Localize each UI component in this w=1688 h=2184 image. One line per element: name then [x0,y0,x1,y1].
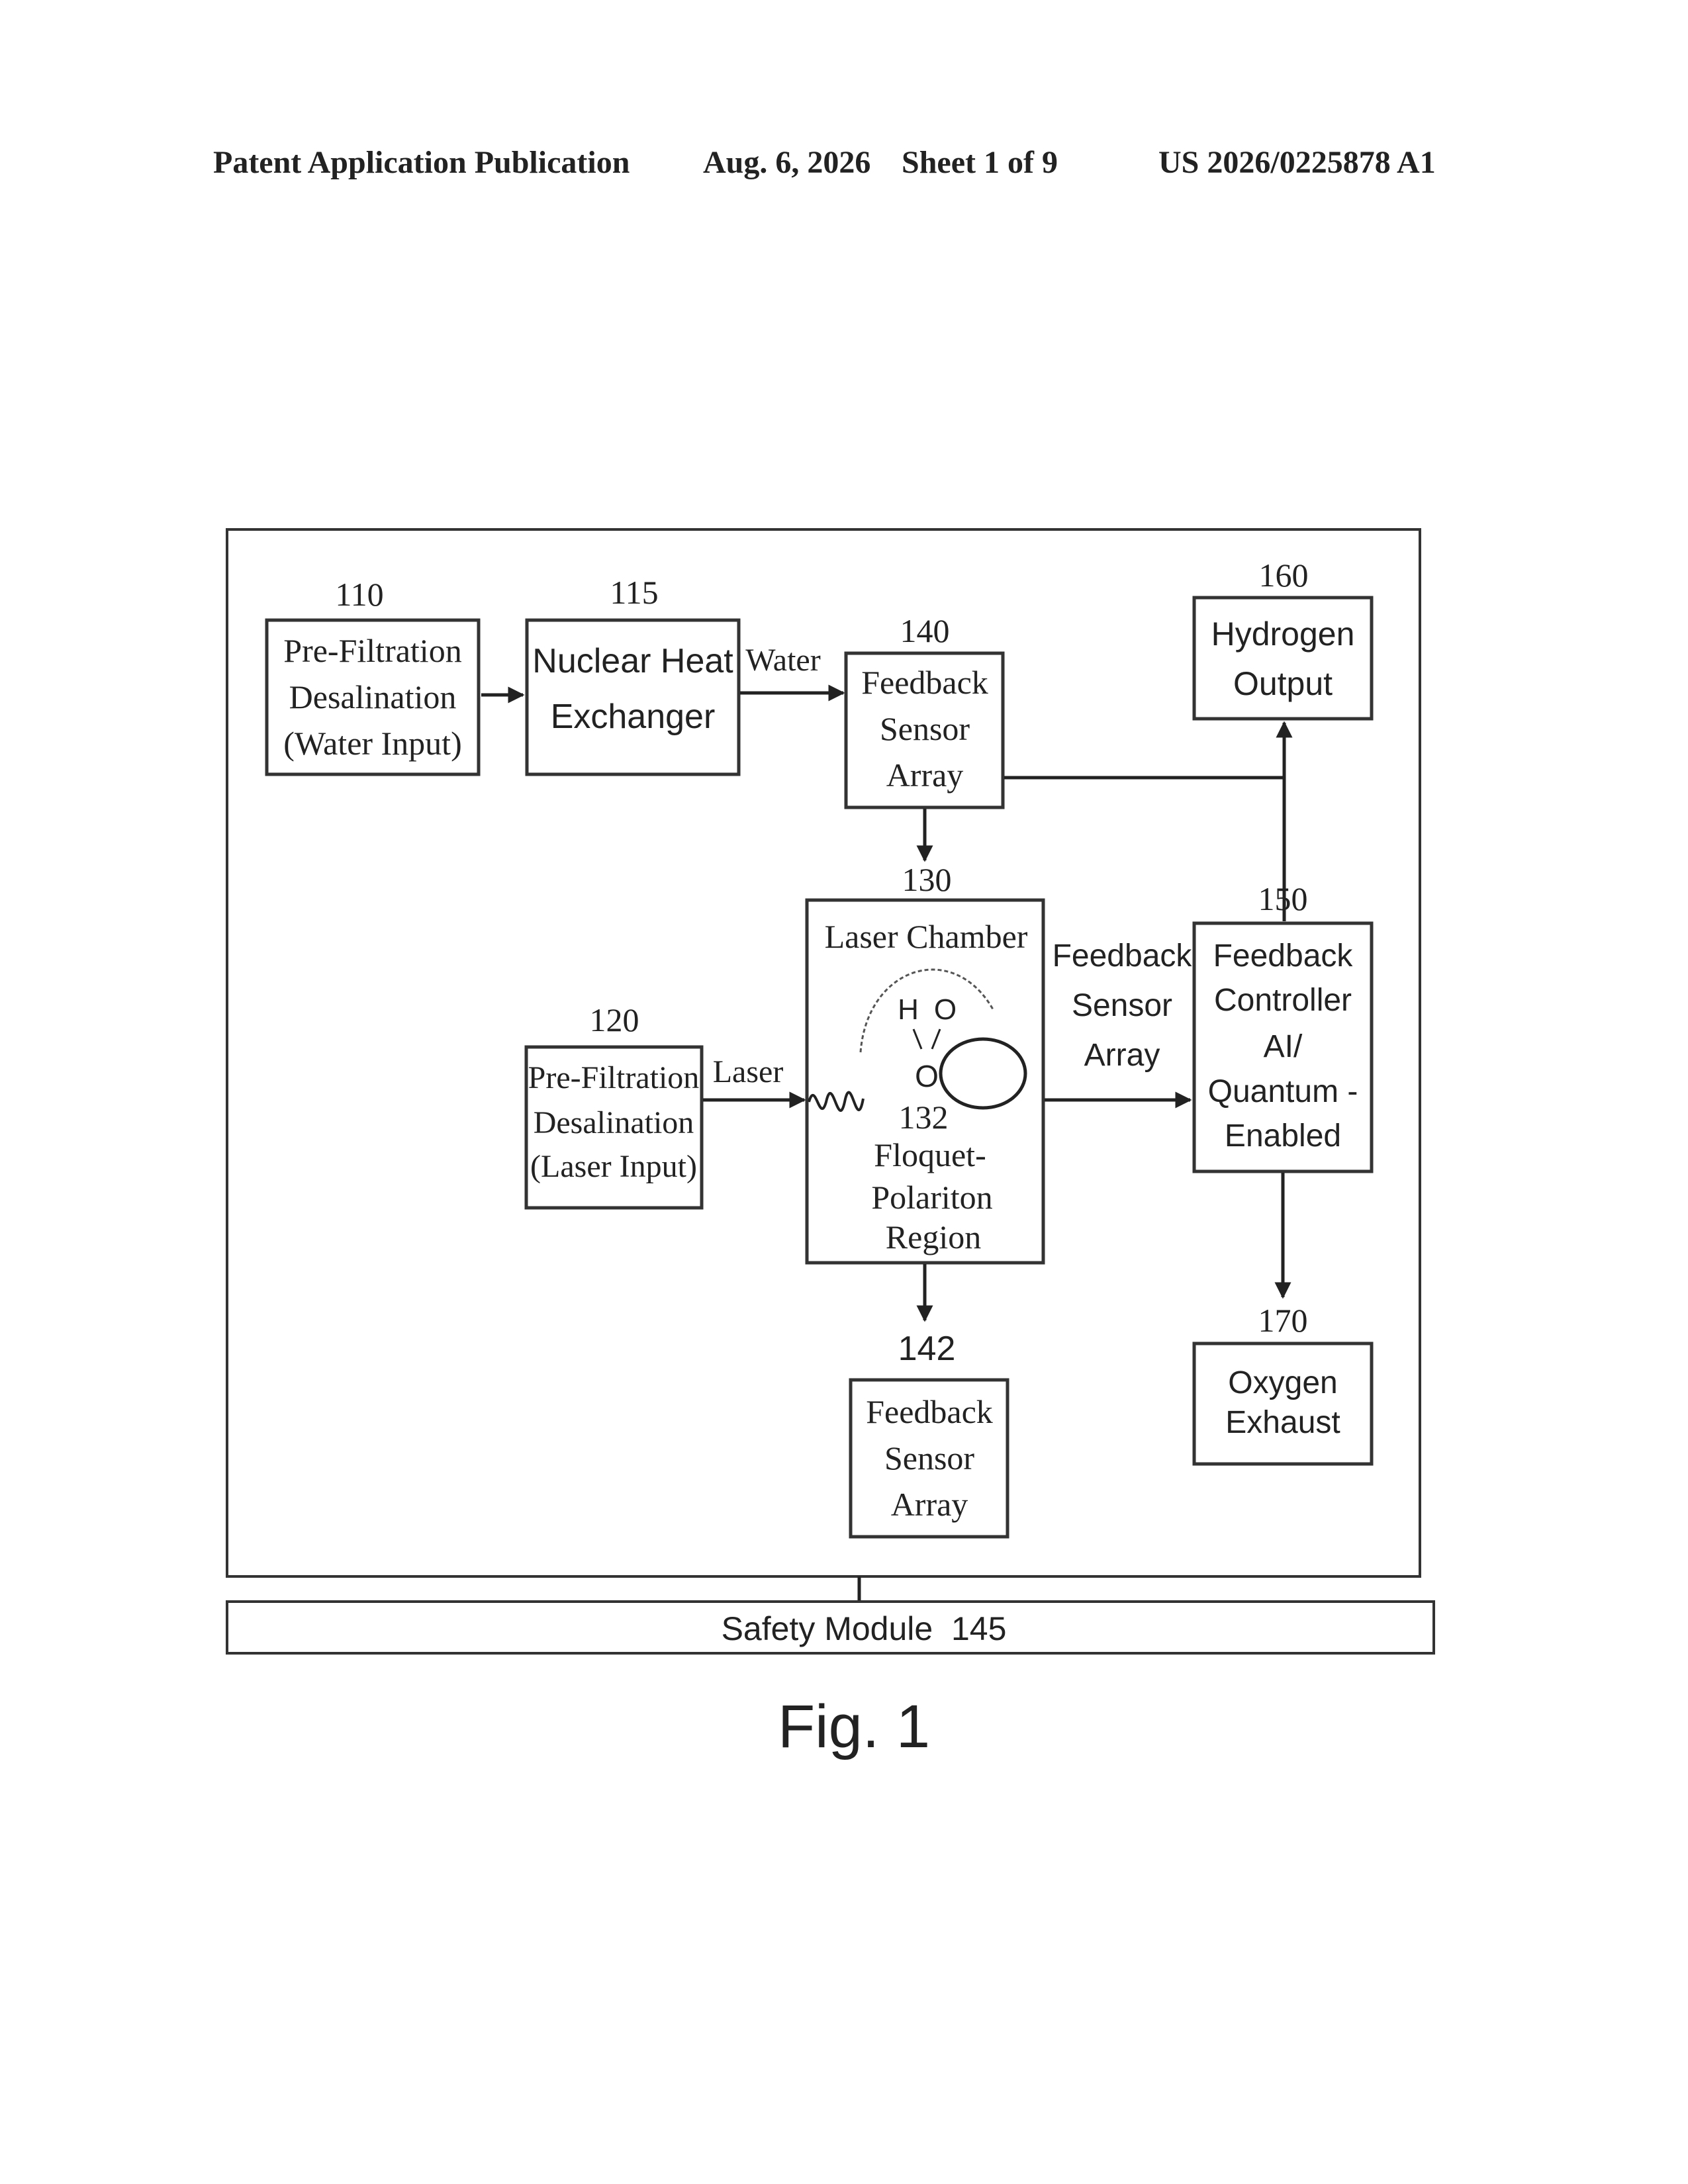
block-142-line-1: Feedback [866,1393,993,1430]
bond-left [914,1029,921,1049]
block-142: 142 Feedback Sensor Array [851,1330,1008,1537]
block-110-line-2: Desalination [289,678,457,715]
block-120-line-2: Desalination [534,1105,694,1140]
region-line-1: Floquet- [874,1136,986,1173]
molecule-o-top: O [934,993,957,1026]
safety-module-label: Safety Module 145 [722,1610,1007,1647]
block-150-line-4: Quantum - [1208,1074,1358,1109]
block-140-line-1: Feedback [861,664,988,701]
ref-130: 130 [902,861,952,898]
molecule-o-bottom: O [915,1059,939,1093]
laser-chamber-title: Laser Chamber [825,918,1028,955]
ref-120: 120 [590,1001,639,1038]
block-160: 160 Hydrogen Output [1194,557,1372,719]
arrow-label-feedback-1: Feedback [1053,938,1193,974]
block-150-line-3: AI/ [1264,1029,1303,1064]
block-140-line-2: Sensor [880,710,970,747]
block-110-line-1: Pre-Filtration [283,632,461,669]
block-130: 130 Laser Chamber H O O 132 Floquet- Pol… [807,861,1043,1263]
ref-160: 160 [1259,557,1309,594]
block-170-line-1: Oxygen [1228,1365,1337,1400]
arrow-label-water: Water [745,643,820,678]
block-115-line-1: Nuclear Heat [532,642,733,680]
block-115: 115 Nuclear Heat Exchanger [527,574,739,774]
ref-132: 132 [899,1099,949,1136]
arrow-label-laser: Laser [713,1054,784,1089]
block-150-line-2: Controller [1214,983,1352,1018]
ref-140: 140 [900,612,950,649]
oxygen-circle [941,1039,1025,1108]
region-line-2: Polariton [871,1179,992,1216]
block-150-line-5: Enabled [1225,1118,1341,1154]
block-140-line-3: Array [886,756,964,794]
block-110-line-3: (Water Input) [283,725,461,762]
block-120-line-1: Pre-Filtration [528,1060,700,1095]
block-140: 140 Feedback Sensor Array [846,612,1003,807]
ref-142: 142 [898,1330,956,1368]
laser-wave [809,1093,863,1111]
block-115-line-2: Exchanger [551,698,716,736]
block-142-line-2: Sensor [884,1439,974,1477]
block-160-line-2: Output [1233,665,1333,702]
block-150-line-1: Feedback [1213,938,1354,974]
block-170: 170 Oxygen Exhaust [1194,1302,1372,1464]
ref-115: 115 [610,574,658,611]
block-150: 150 Feedback Controller AI/ Quantum - En… [1194,880,1372,1171]
block-120: 120 Pre-Filtration Desalination (Laser I… [526,1001,702,1208]
region-line-3: Region [886,1218,981,1255]
block-110: 110 Pre-Filtration Desalination (Water I… [267,576,479,774]
block-160-line-1: Hydrogen [1211,615,1355,653]
block-142-line-3: Array [891,1486,968,1523]
figure-label: Fig. 1 [778,1693,930,1760]
block-120-line-3: (Laser Input) [530,1149,697,1184]
molecule-h: H [898,993,919,1026]
block-170-box [1194,1343,1372,1464]
ref-170: 170 [1258,1302,1308,1339]
arrow-label-feedback-3: Array [1084,1038,1160,1073]
ref-110: 110 [335,576,383,613]
block-170-line-2: Exhaust [1225,1405,1340,1440]
arrow-label-feedback-2: Sensor [1072,988,1172,1023]
bond-right [932,1029,940,1049]
